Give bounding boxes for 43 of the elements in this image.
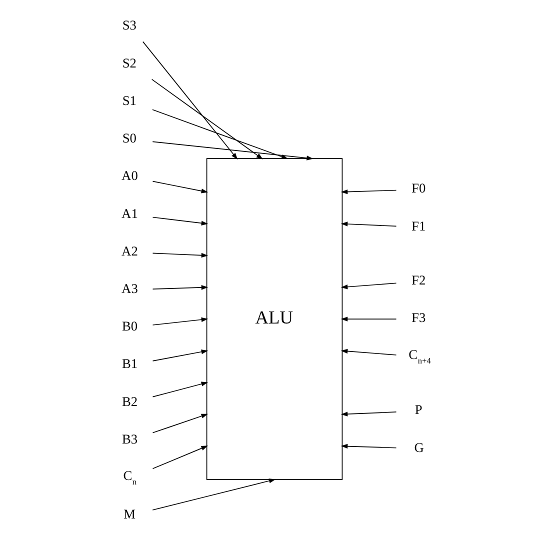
arrow [152, 478, 276, 510]
node-text: A1 [121, 206, 138, 221]
node-text: C$_{n+4}$ [408, 347, 430, 366]
arrow [340, 222, 396, 227]
arrow [152, 252, 208, 258]
node-text: B2 [121, 394, 138, 409]
node-text: F2 [411, 272, 426, 288]
arrow [152, 285, 208, 290]
node-text: S0 [122, 130, 136, 146]
node-text: G [414, 440, 424, 455]
node-text: F1 [411, 218, 426, 234]
arrow [340, 190, 396, 194]
arrow [152, 109, 288, 160]
arrow [152, 350, 208, 362]
node-text: B3 [121, 431, 138, 446]
arrow [340, 348, 396, 356]
node-text: A2 [121, 243, 138, 258]
arrow [152, 446, 208, 470]
arrow [152, 141, 313, 160]
arrow [152, 382, 208, 398]
node-text: S1 [122, 92, 136, 108]
node-text: S2 [122, 55, 136, 70]
node-text: F3 [411, 310, 426, 326]
arrow [152, 414, 208, 434]
arrow [340, 282, 396, 290]
arrow [340, 316, 396, 322]
node-text: A3 [121, 280, 138, 296]
node-text: P [414, 402, 422, 418]
arrow [340, 412, 396, 416]
node-text: C$_{n}$ [122, 468, 136, 487]
arrow [142, 41, 238, 160]
arrow [152, 216, 208, 226]
node-text: S3 [122, 18, 136, 33]
arrow [340, 444, 396, 449]
node-text: M [123, 506, 136, 522]
node-text: B0 [121, 318, 138, 334]
arrow [152, 317, 208, 326]
node-box: ALU [206, 158, 342, 480]
arrow [152, 180, 208, 194]
node-text: F0 [411, 180, 426, 196]
node-text: A0 [121, 168, 138, 184]
arrow [150, 78, 262, 160]
node-text: B1 [121, 356, 138, 372]
